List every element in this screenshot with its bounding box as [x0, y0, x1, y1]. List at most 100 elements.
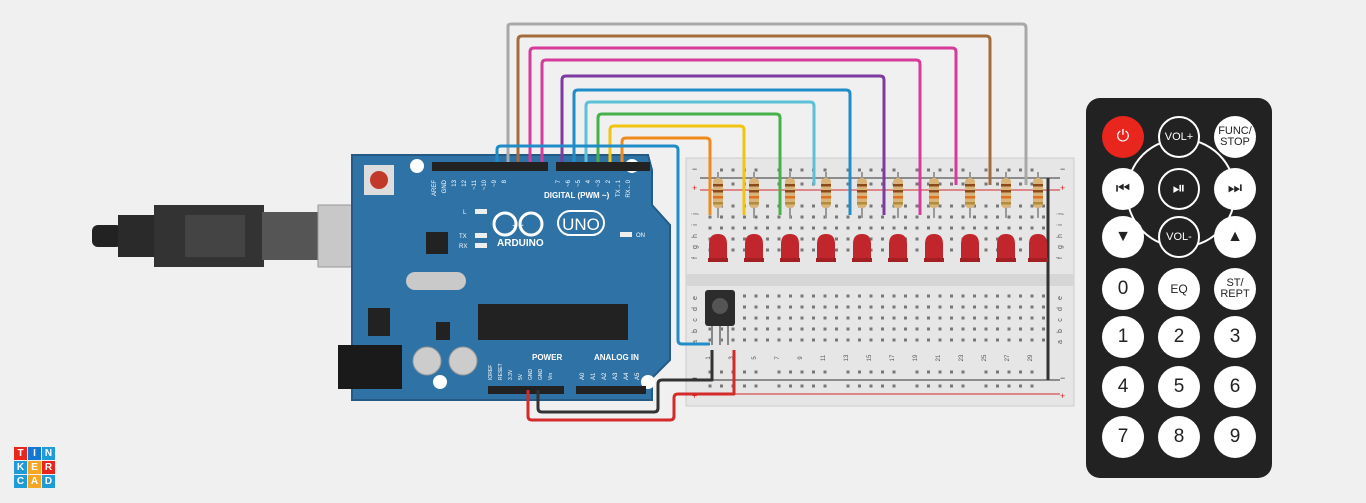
resistor[interactable]	[713, 172, 723, 218]
rewind-icon: ⏮	[1115, 180, 1131, 197]
logo-letter: N	[42, 447, 55, 460]
top-pin-label: ~3	[596, 179, 602, 187]
up-button[interactable]: ▲	[1214, 216, 1256, 258]
wire[interactable]	[506, 22, 1028, 185]
wire[interactable]	[596, 112, 782, 215]
power-button[interactable]: ⏻	[1102, 116, 1144, 158]
logo-letter: C	[14, 475, 27, 488]
power-pin-label: Vin	[548, 373, 554, 380]
wires[interactable]	[495, 22, 1050, 422]
led-l-label: L	[463, 210, 467, 216]
led-red[interactable]	[708, 234, 728, 262]
components[interactable]	[708, 172, 1048, 262]
arduino-board[interactable]: −+ ARDUINO UNO DIGITAL (PWM ~) POWER ANA…	[338, 154, 671, 401]
digit-0-button[interactable]: 0	[1102, 268, 1144, 310]
wire[interactable]	[536, 350, 714, 414]
column-number: 25	[982, 354, 988, 361]
rail-plus-bottom: +	[692, 391, 697, 401]
resistor[interactable]	[965, 172, 975, 218]
column-number: 9	[798, 356, 804, 360]
digit-4-button[interactable]: 4	[1102, 366, 1144, 408]
led-red[interactable]	[780, 234, 800, 262]
digit-7-button[interactable]: 7	[1102, 416, 1144, 458]
row-letter: g	[1057, 245, 1064, 249]
column-number: 13	[844, 354, 850, 361]
resistor[interactable]	[929, 172, 939, 218]
wire[interactable]	[528, 46, 958, 185]
resistor[interactable]	[1001, 172, 1011, 218]
vol-up-button[interactable]: VOL+	[1158, 116, 1200, 158]
digit-5-button[interactable]: 5	[1158, 366, 1200, 408]
row-letter: a	[1057, 340, 1064, 344]
wire[interactable]	[495, 144, 710, 346]
arduino-brand-label: ARDUINO	[497, 238, 544, 249]
rail-minus-top: −	[692, 164, 697, 174]
led-rx-label: RX	[459, 244, 467, 250]
wire[interactable]	[584, 100, 816, 185]
led-red[interactable]	[816, 234, 836, 262]
digit-8-button[interactable]: 8	[1158, 416, 1200, 458]
resistor[interactable]	[749, 172, 759, 218]
led-red[interactable]	[1028, 234, 1048, 262]
forward-button[interactable]: ⏭	[1214, 168, 1256, 210]
digit-1-button[interactable]: 1	[1102, 316, 1144, 358]
led-tx-label: TX	[459, 234, 467, 240]
row-letter: j	[692, 213, 699, 216]
row-letter: b	[1057, 329, 1064, 333]
row-letter: d	[1057, 307, 1064, 311]
column-number: 27	[1005, 354, 1011, 361]
power-pin-label: GND	[538, 369, 544, 381]
led-red[interactable]	[960, 234, 980, 262]
wire[interactable]	[526, 350, 736, 422]
digit-9-button[interactable]: 9	[1214, 416, 1256, 458]
resistor[interactable]	[785, 172, 795, 218]
row-letter: f	[1057, 257, 1064, 259]
eq-button[interactable]: EQ	[1158, 268, 1200, 310]
play-pause-button[interactable]: ⏯	[1158, 168, 1200, 210]
logo-letter: K	[14, 461, 27, 474]
top-pin-label: 2	[606, 179, 612, 183]
top-pin-label: RX←0	[626, 179, 632, 197]
wire[interactable]	[560, 74, 886, 215]
st-rept-button[interactable]: ST/ REPT	[1214, 268, 1256, 310]
led-red[interactable]	[888, 234, 908, 262]
power-pin-label: 3.3V	[508, 369, 514, 380]
top-pin-label: ~9	[492, 179, 498, 187]
wire[interactable]	[620, 136, 712, 215]
column-number: 11	[821, 354, 827, 361]
resistor[interactable]	[893, 172, 903, 218]
top-pin-label: ~11	[472, 179, 478, 189]
ir-receiver[interactable]	[705, 290, 735, 345]
wire[interactable]	[608, 124, 746, 215]
led-on-label: ON	[636, 233, 645, 239]
led-red[interactable]	[744, 234, 764, 262]
led-red[interactable]	[996, 234, 1016, 262]
play-pause-icon: ⏯	[1172, 180, 1186, 197]
row-letter: i	[1057, 224, 1064, 226]
resistor[interactable]	[1033, 172, 1043, 218]
row-letter: h	[1057, 234, 1064, 238]
power-pin-label: GND	[528, 369, 534, 381]
rewind-button[interactable]: ⏮	[1102, 168, 1144, 210]
resistor[interactable]	[857, 172, 867, 218]
wire[interactable]	[540, 58, 922, 215]
wire[interactable]	[516, 34, 992, 185]
row-letter: d	[692, 307, 699, 311]
column-number: 19	[913, 354, 919, 361]
func-stop-button[interactable]: FUNC/ STOP	[1214, 116, 1256, 158]
vol-down-button[interactable]: VOL-	[1158, 216, 1200, 258]
resistor[interactable]	[821, 172, 831, 218]
wire[interactable]	[572, 88, 852, 215]
down-button[interactable]: ▼	[1102, 216, 1144, 258]
digit-2-button[interactable]: 2	[1158, 316, 1200, 358]
led-red[interactable]	[852, 234, 872, 262]
column-number: 5	[752, 356, 758, 360]
digit-3-button[interactable]: 3	[1214, 316, 1256, 358]
digit-6-button[interactable]: 6	[1214, 366, 1256, 408]
led-red[interactable]	[924, 234, 944, 262]
ir-remote[interactable]: ⏻ VOL+ FUNC/ STOP ⏮ ⏯ ⏭ ▼ VOL- ▲ 0 EQ ST…	[1086, 98, 1272, 478]
